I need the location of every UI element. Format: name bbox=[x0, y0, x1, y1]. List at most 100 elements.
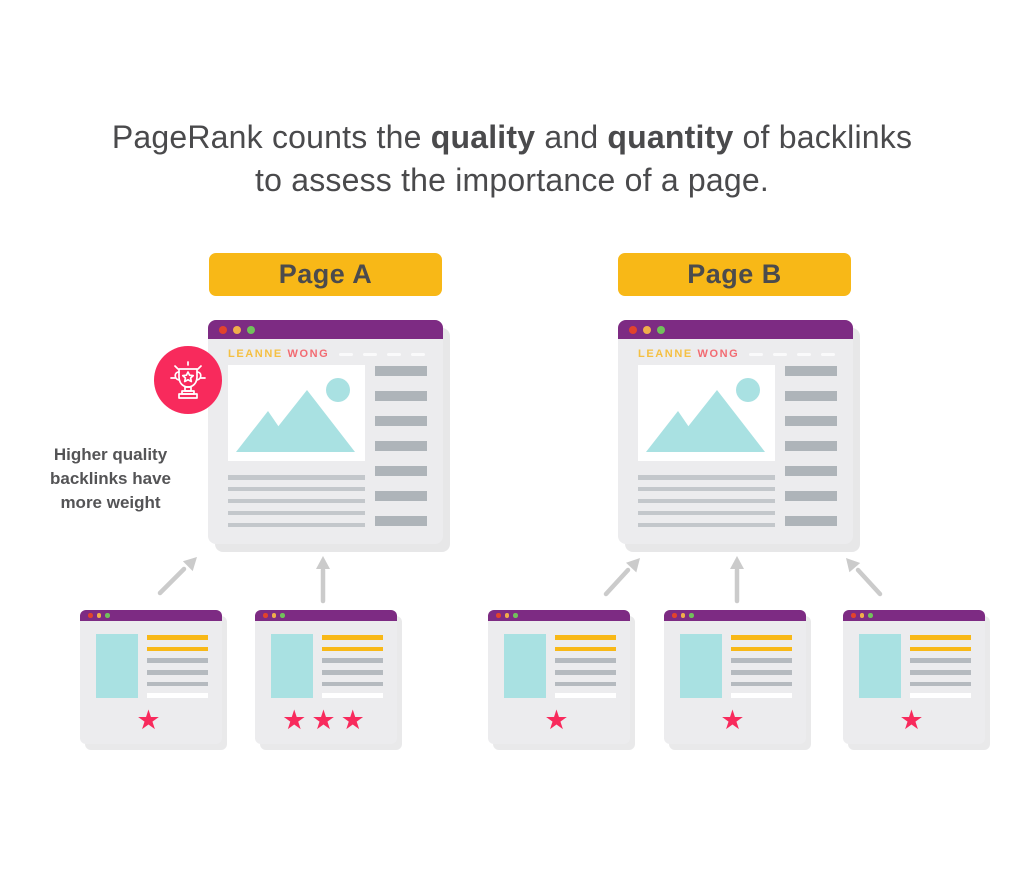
text-line bbox=[731, 658, 792, 663]
star-icon: ★ bbox=[720, 705, 750, 736]
text-line bbox=[228, 486, 365, 492]
maximize-dot-icon bbox=[689, 613, 694, 618]
text-line bbox=[322, 658, 383, 663]
sidebar-bar bbox=[375, 441, 427, 451]
star-icon: ★ bbox=[311, 705, 341, 736]
star-rating: ★ bbox=[488, 707, 630, 739]
close-dot-icon bbox=[263, 613, 268, 618]
minimize-dot-icon bbox=[643, 325, 651, 334]
maximize-dot-icon bbox=[280, 613, 285, 618]
window-titlebar bbox=[488, 610, 630, 621]
text-line bbox=[228, 498, 365, 504]
arrowhead-icon bbox=[626, 558, 640, 573]
text-line bbox=[638, 498, 775, 504]
nav-item-placeholder bbox=[339, 352, 353, 356]
star-rating: ★ bbox=[664, 707, 806, 739]
text-line bbox=[147, 658, 208, 663]
thumbnail-image-placeholder bbox=[859, 634, 901, 698]
title-line-1: PageRank counts the quality and quantity… bbox=[0, 116, 1024, 159]
brand-last-word: WONG bbox=[697, 348, 740, 360]
highlight-line bbox=[322, 646, 383, 652]
text-line bbox=[147, 693, 208, 698]
text-line bbox=[228, 522, 365, 528]
sidebar-bar bbox=[375, 466, 427, 476]
thumbnail-image-placeholder bbox=[96, 634, 138, 698]
sidebar-bar bbox=[375, 391, 427, 401]
highlight-line bbox=[731, 646, 792, 652]
maximize-dot-icon bbox=[513, 613, 518, 618]
backlink-thumbnail-1: ★ bbox=[80, 610, 222, 744]
close-dot-icon bbox=[851, 613, 856, 618]
thumbnail-text-lines bbox=[910, 635, 971, 705]
brand-last-word: WONG bbox=[287, 348, 330, 360]
maximize-dot-icon bbox=[247, 325, 255, 334]
site-header: LEANNE WONG bbox=[228, 346, 425, 362]
arrowhead-icon bbox=[182, 557, 197, 572]
sidebar-bar bbox=[375, 516, 427, 526]
window-titlebar bbox=[618, 320, 853, 339]
minimize-dot-icon bbox=[680, 613, 685, 618]
thumbnail-text-lines bbox=[147, 635, 208, 705]
nav-menu bbox=[749, 352, 835, 356]
trophy-icon bbox=[170, 361, 206, 399]
nav-item-placeholder bbox=[411, 352, 425, 356]
window-titlebar bbox=[255, 610, 397, 621]
star-icon: ★ bbox=[136, 705, 166, 736]
highlight-line bbox=[147, 646, 208, 652]
arrow-icon bbox=[157, 566, 187, 596]
text-line bbox=[910, 693, 971, 698]
close-dot-icon bbox=[496, 613, 501, 618]
text-line bbox=[638, 486, 775, 492]
text-line bbox=[322, 693, 383, 698]
text-line bbox=[228, 510, 365, 516]
text-line bbox=[731, 681, 792, 687]
mountains-image-icon bbox=[646, 378, 765, 452]
minimize-dot-icon bbox=[859, 613, 864, 618]
star-icon: ★ bbox=[544, 705, 574, 736]
maximize-dot-icon bbox=[657, 325, 665, 334]
text-line bbox=[910, 658, 971, 663]
minimize-dot-icon bbox=[271, 613, 276, 618]
title-quantity-bold: quantity bbox=[607, 119, 734, 155]
star-rating: ★ bbox=[843, 707, 985, 739]
body-text-lines bbox=[228, 475, 365, 534]
star-rating: ★ bbox=[80, 707, 222, 739]
close-dot-icon bbox=[629, 325, 637, 334]
backlink-thumbnail-3: ★ bbox=[488, 610, 630, 744]
text-line bbox=[638, 522, 775, 528]
window-titlebar bbox=[843, 610, 985, 621]
window-titlebar bbox=[664, 610, 806, 621]
annotation-line: backlinks have bbox=[50, 469, 171, 488]
body-text-lines bbox=[638, 475, 775, 534]
thumbnail-text-lines bbox=[731, 635, 792, 705]
backlink-thumbnail-5: ★ bbox=[843, 610, 985, 744]
close-dot-icon bbox=[219, 325, 227, 334]
minimize-dot-icon bbox=[233, 325, 241, 334]
brand-first-word: LEANNE bbox=[638, 348, 693, 360]
maximize-dot-icon bbox=[868, 613, 873, 618]
site-header: LEANNE WONG bbox=[638, 346, 835, 362]
sidebar-bar bbox=[785, 441, 837, 451]
text-line bbox=[731, 693, 792, 698]
mountains-image-icon bbox=[236, 378, 355, 452]
text-line bbox=[910, 670, 971, 675]
site-logo: LEANNE WONG bbox=[228, 348, 329, 360]
page-b-banner: Page B bbox=[618, 253, 851, 296]
minimize-dot-icon bbox=[96, 613, 101, 618]
text-line bbox=[555, 693, 616, 698]
nav-item-placeholder bbox=[749, 352, 763, 356]
sidebar-bar bbox=[785, 391, 837, 401]
highlight-line bbox=[555, 646, 616, 652]
nav-menu bbox=[339, 352, 425, 356]
highlight-line bbox=[910, 635, 971, 640]
nav-item-placeholder bbox=[821, 352, 835, 356]
window-titlebar bbox=[208, 320, 443, 339]
arrowhead-icon bbox=[316, 556, 330, 569]
arrow-icon bbox=[603, 567, 631, 597]
text-line bbox=[910, 681, 971, 687]
star-icon: ★ bbox=[282, 705, 312, 736]
text-line bbox=[147, 681, 208, 687]
thumbnail-image-placeholder bbox=[504, 634, 546, 698]
nav-item-placeholder bbox=[363, 352, 377, 356]
